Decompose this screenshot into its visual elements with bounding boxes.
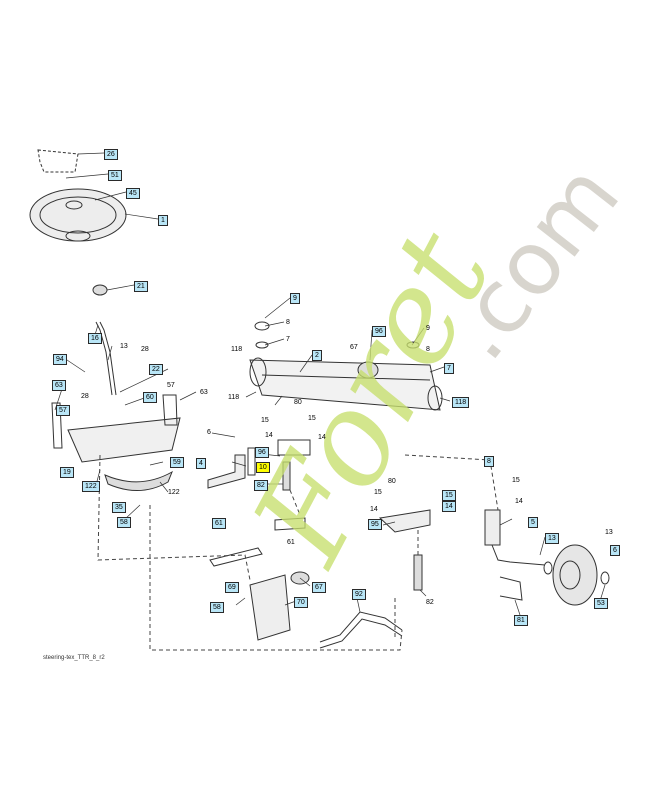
bushing	[92, 284, 108, 296]
callout-14-far-right[interactable]: 14	[515, 498, 523, 505]
callout-1[interactable]: 1	[158, 215, 168, 226]
callout-63-right[interactable]: 63	[200, 389, 208, 396]
callout-81[interactable]: 81	[514, 615, 528, 626]
left-spindle	[207, 454, 246, 489]
callout-8[interactable]: 8	[286, 319, 290, 326]
callout-35[interactable]: 35	[112, 502, 126, 513]
callout-19[interactable]: 19	[60, 467, 74, 478]
callout-26[interactable]: 26	[104, 149, 118, 160]
callout-80-right[interactable]: 80	[388, 478, 396, 485]
callout-13-right[interactable]: 13	[605, 529, 613, 536]
callout-6-right[interactable]: 6	[610, 545, 620, 556]
linkage-dash-1	[97, 454, 251, 581]
callout-118-right[interactable]: 118	[452, 397, 470, 408]
callout-69[interactable]: 69	[225, 582, 239, 593]
callout-61-right[interactable]: 61	[287, 539, 295, 546]
callout-59[interactable]: 59	[170, 457, 184, 468]
callout-8-right[interactable]: 8	[426, 346, 430, 353]
callout-16[interactable]: 16	[88, 333, 102, 344]
right-spindle	[484, 509, 501, 546]
callout-122-right[interactable]: 122	[168, 489, 180, 496]
callout-45[interactable]: 45	[126, 188, 140, 199]
callout-15[interactable]: 15	[261, 417, 269, 424]
callout-7[interactable]: 7	[286, 336, 290, 343]
callout-6[interactable]: 6	[207, 429, 211, 436]
linkage-dash-6	[289, 489, 301, 516]
sector-gear	[104, 470, 173, 492]
callout-51[interactable]: 51	[108, 170, 122, 181]
callout-7-right[interactable]: 7	[444, 363, 454, 374]
callout-80[interactable]: 80	[294, 399, 302, 406]
callout-14-c[interactable]: 14	[370, 506, 378, 513]
callout-82[interactable]: 82	[254, 480, 268, 491]
callout-67-lower[interactable]: 67	[312, 582, 326, 593]
callout-118[interactable]: 118	[231, 346, 243, 353]
callout-122[interactable]: 122	[82, 481, 100, 492]
callout-2[interactable]: 2	[312, 350, 322, 361]
callout-57-left[interactable]: 57	[56, 405, 70, 416]
callout-28[interactable]: 28	[141, 346, 149, 353]
callout-13[interactable]: 13	[120, 343, 128, 350]
tie-rod-61	[209, 547, 263, 567]
callout-14-boxed[interactable]: 14	[442, 501, 456, 512]
bracket-70	[249, 574, 291, 641]
callout-82-right[interactable]: 82	[426, 599, 434, 606]
callout-118-mid[interactable]: 118	[228, 394, 240, 401]
callout-15-far-right[interactable]: 15	[512, 477, 520, 484]
callout-21[interactable]: 21	[134, 281, 148, 292]
callout-96-lower[interactable]: 96	[255, 447, 269, 458]
callout-14[interactable]: 14	[265, 432, 273, 439]
callout-28-lower[interactable]: 28	[81, 393, 89, 400]
callout-70[interactable]: 70	[294, 597, 308, 608]
callout-8-far-right[interactable]: 8	[484, 456, 494, 467]
callout-5[interactable]: 5	[528, 517, 538, 528]
callout-15-boxed[interactable]: 15	[442, 490, 456, 501]
steering-cap	[37, 149, 79, 173]
callout-61[interactable]: 61	[212, 518, 226, 529]
callout-96[interactable]: 96	[372, 326, 386, 337]
steering-arm	[277, 439, 311, 456]
callout-95[interactable]: 95	[368, 519, 382, 530]
callout-67[interactable]: 67	[350, 344, 358, 351]
callout-94[interactable]: 94	[53, 354, 67, 365]
diagram-caption: steering-tex_TTR_8_r2	[43, 655, 105, 661]
callout-10-highlighted[interactable]: 10	[256, 462, 270, 473]
callout-22[interactable]: 22	[149, 364, 163, 375]
callout-15-b[interactable]: 15	[308, 415, 316, 422]
callout-58[interactable]: 58	[117, 517, 131, 528]
callout-15-c[interactable]: 15	[374, 489, 382, 496]
callout-63[interactable]: 63	[52, 380, 66, 391]
callout-13-boxed[interactable]: 13	[545, 533, 559, 544]
linkage-dash-2	[149, 505, 403, 651]
callout-53[interactable]: 53	[594, 598, 608, 609]
callout-57[interactable]: 57	[167, 382, 175, 389]
callout-58-lower[interactable]: 58	[210, 602, 224, 613]
front-wheel	[552, 544, 598, 606]
pinion-plate	[67, 417, 181, 463]
callout-92[interactable]: 92	[352, 589, 366, 600]
callout-9[interactable]: 9	[290, 293, 300, 304]
callout-4[interactable]: 4	[196, 458, 206, 469]
callout-60[interactable]: 60	[143, 392, 157, 403]
right-steering-arm	[378, 509, 431, 533]
drag-link-92	[319, 611, 403, 643]
callout-14-b[interactable]: 14	[318, 434, 326, 441]
callout-9-right[interactable]: 9	[426, 325, 430, 332]
